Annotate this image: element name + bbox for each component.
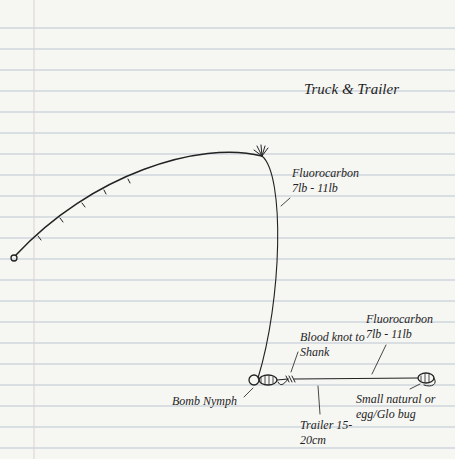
rod-and-line [11,145,435,386]
fly-label: Small natural or egg/Glo bug [356,392,448,422]
line-label: Fluorocarbon 7lb - 11lb [292,166,376,196]
paper-lines [0,28,455,448]
leader-lines [244,198,420,414]
knot-label: Blood knot to Shank [300,330,366,360]
diagram-title: Truck & Trailer [304,80,399,98]
line-label: Fluorocarbon 7lb - 11lb [366,312,450,342]
fly-label: Bomb Nymph [172,394,237,409]
margin-line [34,0,35,459]
trailer-label: Trailer 15-20cm [300,418,358,448]
